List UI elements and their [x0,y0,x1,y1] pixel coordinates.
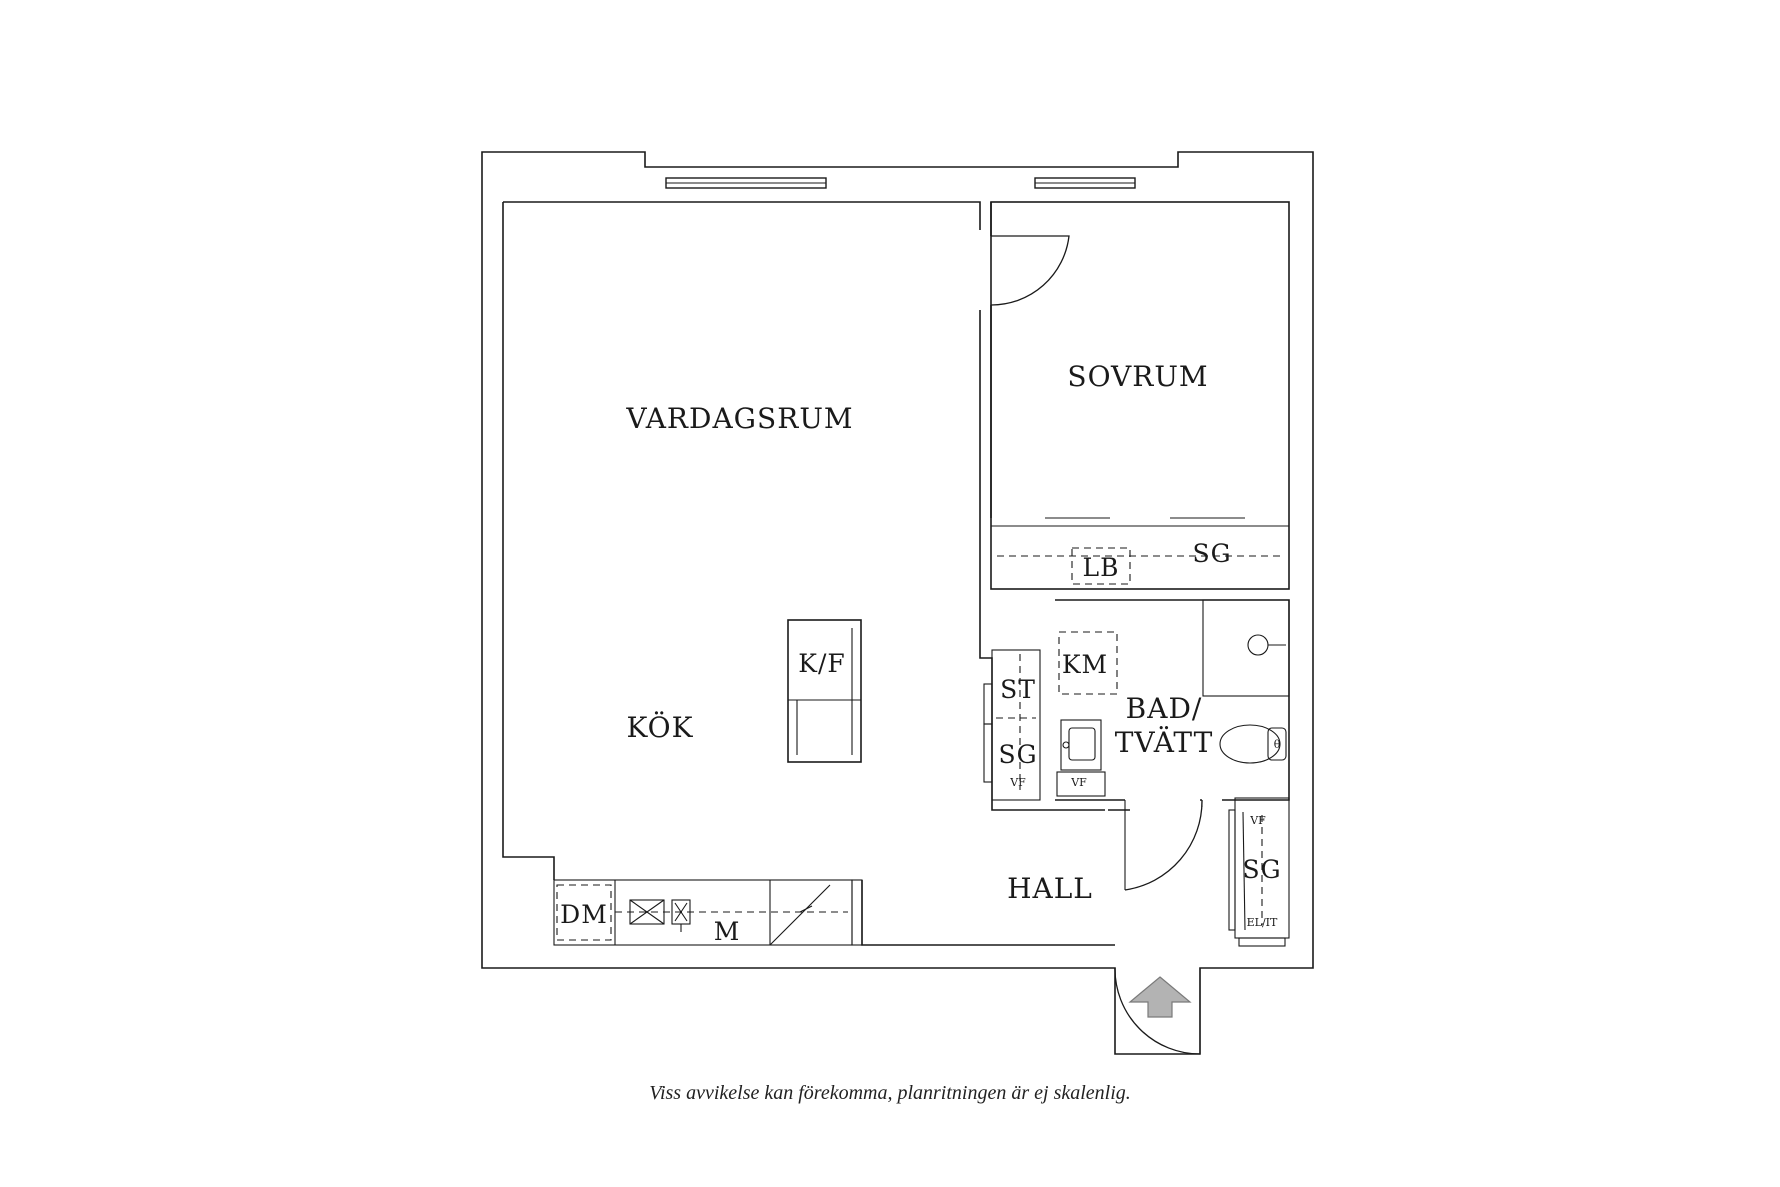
hall-closet [1228,797,1290,947]
fixture-label-sg-bedroom: SG [1192,539,1231,568]
fixture-label-vf-sink: VF [1070,776,1087,789]
fixture-label-lb: LB [1083,553,1120,582]
fixture-label-el-it: EL/IT [1247,916,1278,929]
toilet-icon: θ [1219,724,1287,764]
shower-head-icon [1247,634,1269,656]
fixture-label-m: M [714,917,741,946]
room-label-hall: HALL [1007,872,1093,905]
bath-bench [1056,771,1106,797]
room-label-sovrum: SOVRUM [1067,360,1208,393]
svg-text:θ: θ [1274,738,1281,751]
sink-icon [1060,719,1102,771]
window-living-room [665,177,827,189]
kitchen-counter [553,879,863,946]
room-label-bad-line1: BAD/ [1126,692,1203,725]
shower [1202,599,1290,697]
wall-living-kitchen [502,201,1130,880]
fixture-label-vf-left: VF [1009,776,1026,789]
entrance-door-arc [1114,967,1201,1055]
disclaimer-text: Viss avvikelse kan förekomma, planritnin… [649,1082,1131,1104]
window-bedroom [1034,177,1136,189]
bathroom-door-arc [1124,799,1203,891]
room-label-kok: KÖK [626,710,693,744]
fixture-label-km: KM [1062,650,1108,679]
kitchen-island [787,619,862,763]
fixture-label-sg-hall: SG [1242,855,1281,884]
bedroom-outline [990,201,1290,590]
room-label-bad-line2: TVÄTT [1115,726,1214,759]
entrance-arrow-icon [1128,976,1192,1018]
fixture-label-st: ST [1000,675,1036,704]
bedroom-wardrobe [991,517,1289,585]
room-label-vardagsrum: VARDAGSRUM [625,402,853,435]
bedroom-door [990,235,1070,306]
fixture-label-sg-bath: SG [998,740,1037,769]
fixture-label-kf: K/F [798,649,845,678]
fixture-label-dm: DM [560,900,608,929]
fixture-label-vf-hall: VF [1249,814,1266,827]
washing-machine [1058,631,1118,695]
st-sg-cabinet [983,649,1041,801]
